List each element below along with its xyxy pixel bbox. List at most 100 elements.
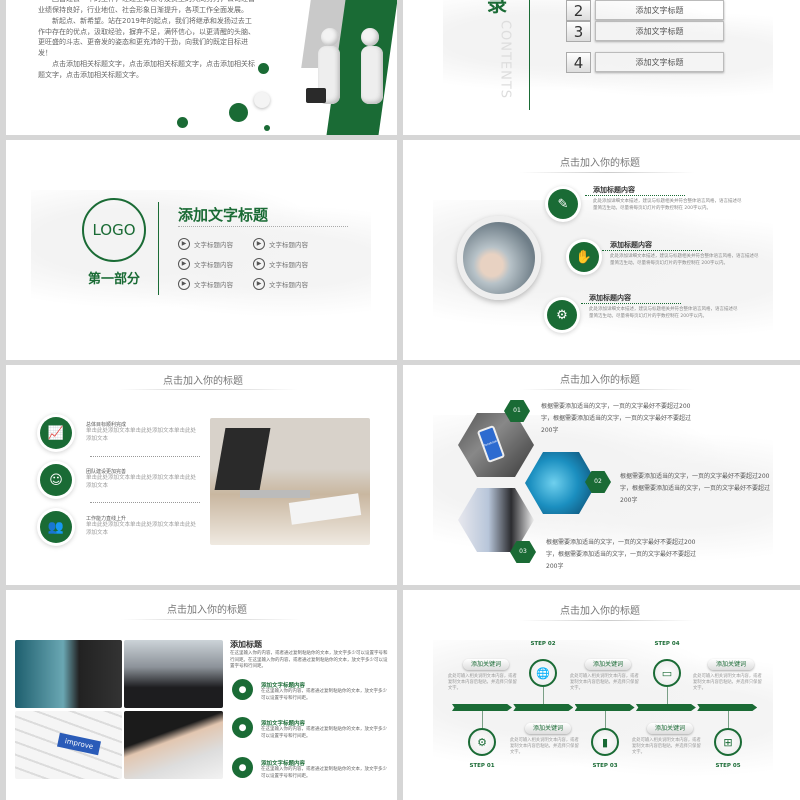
monitor-icon: ▭ [661,666,673,680]
slide-title: 点击加入你的标题 [163,376,243,387]
item-label: 添加文字标题 [595,52,724,72]
title-underline [118,389,298,390]
slide-title: 点击加入你的标题 [560,158,640,169]
keyword-pill[interactable]: 添加关键词 [708,659,754,670]
logo-circle: LOGO [82,198,146,262]
item-text: 单击此处添加文本单击此处添加文本单击此处添加文本 [86,522,197,536]
slide-4-thumbnail[interactable]: 点击加入你的标题 ✎ 添加标题内容 此处添加详细文本描述，建议与标题相关并符合整… [403,140,800,360]
keyword-text: 此处可输入相关说明文本内容，或者复制文本内容后粘贴，并选择只保留文字。 [510,738,579,755]
content-item[interactable]: ▶ 文字标题内容 [253,278,308,290]
item-text: 此处添加详细文本描述，建议与标题相关并符合整体语言风格，语言描述尽量简洁生动。尽… [589,307,738,319]
improve-key: improve [57,732,101,756]
slide-7-thumbnail[interactable]: 点击加入你的标题 improve 添加标题 在这里输入你的内容，或者通过复制粘贴… [6,590,397,800]
item-text: 根据需要添加适当的文字，一页的文字最好不要超过200字，根据需要添加适当的文字，… [620,473,771,504]
timeline-arrow-segment [452,704,512,711]
round-photo [457,216,541,300]
bar-chart-icon: ▮ [601,735,609,749]
slide-1-thumbnail[interactable]: 回首过去一年的工作，经过全体领导及员工的共同努力，公司经营业绩保持良好，行业地位… [6,0,397,135]
connector-line [728,711,729,728]
item-heading: 添加标题内容 [589,294,631,302]
paragraph: 新起点、新希望。站在2019年的起点，我们将继承和发扬过去工作中存在的优点，汲取… [38,17,255,57]
item-text: 单击此处添加文本单击此处添加文本单击此处添加文本 [86,475,197,489]
step-label: STEP 04 [654,641,680,647]
timeline-arrow-segment [635,704,696,711]
badge-number: 01 [513,407,521,414]
photo-coins [124,711,223,779]
content-item[interactable]: ▶ 文字标题内容 [253,258,308,270]
number-badge: 01 [504,400,530,422]
item-text: 在这里输入你的内容，或者通过复制粘贴你的文本，放文字多少可以设置字号和行间距。 [261,727,387,739]
item-heading: 团队建设更加完善 [86,469,127,475]
photo-business-chart [15,640,122,708]
content-item[interactable]: ▶ 文字标题内容 [178,278,233,290]
content-item[interactable]: ▶ 文字标题内容 [253,238,308,250]
step-5[interactable]: ⊞ [714,728,742,756]
lightbulb-hand-icon: ✋ [569,242,599,272]
item-heading: 添加标题内容 [593,186,635,194]
section-label: 第一部分 [87,272,140,287]
item-text: 单击此处添加文本单击此处添加文本单击此处添加文本 [86,428,197,442]
slide-2-thumbnail[interactable]: 录 CONTENTS 2 添加文字标题 3 添加文字标题 4 添加文字标题 [403,0,800,135]
item-heading: 总体目标顺利完成 [86,422,127,428]
connector-line [482,711,483,728]
content-item[interactable]: ▶ 文字标题内容 [178,238,233,250]
step-label: STEP 03 [592,763,618,769]
item-label: 文字标题内容 [194,261,233,269]
play-icon: ▶ [253,258,265,270]
contents-item-4[interactable]: 4 添加文字标题 [566,52,726,74]
item-number: 3 [566,21,591,42]
slide-8-thumbnail[interactable]: 点击加入你的标题 ⚙ STEP 01 🌐 STEP 02 ▮ STEP 03 ▭… [403,590,800,800]
slide-3-thumbnail[interactable]: LOGO 第一部分 添加文字标题 ▶ 文字标题内容 ▶ 文字标题内容 ▶ 文字标… [6,140,397,360]
step-4[interactable]: ▭ [653,659,681,687]
play-icon: ▶ [178,278,190,290]
keyword-pill[interactable]: 添加关键词 [585,659,631,670]
item-label: 文字标题内容 [194,241,233,249]
keyword-label: 添加关键词 [532,725,563,732]
item-heading: 添加标题内容 [610,241,652,249]
play-icon: ▶ [253,278,265,290]
keyword-label: 添加关键词 [592,661,623,668]
gears-icon: ⚙ [477,735,487,749]
decor-dot [254,92,270,108]
item-text: 此处添加详细文本描述，建议与标题相关并符合整体语言风格，语言描述尽量简洁生动。尽… [593,199,742,211]
slide-title: 点击加入你的标题 [560,375,640,386]
keyword-pill[interactable]: 添加关键词 [463,659,509,670]
keyword-text: 此处可输入相关说明文本内容，或者复制文本内容后粘贴，并选择只保留文字。 [448,674,517,691]
badge-number: 02 [594,478,602,485]
slide-5-thumbnail[interactable]: 点击加入你的标题 📈 总体目标顺利完成 单击此处添加文本单击此处添加文本单击此处… [6,365,397,585]
slide-title: 点击加入你的标题 [560,606,640,617]
presentation-chart-icon: 📈 [40,417,72,449]
number-badge: 03 [510,541,536,563]
keyword-text: 此处可输入相关说明文本内容，或者复制文本内容后粘贴，并选择只保留文字。 [693,674,762,691]
item-heading: 工作能力直线上升 [86,516,127,522]
intro-text: 回首过去一年的工作，经过全体领导及员工的共同努力，公司经营业绩保持良好，行业地位… [38,0,256,80]
step-1[interactable]: ⚙ [468,728,496,756]
slide-6-thumbnail[interactable]: 点击加入你的标题 facebook 01 根据需要添加适当的文字，一页的文字最好… [403,365,800,585]
keyword-pill[interactable]: 添加关键词 [525,723,571,734]
contents-item-3[interactable]: 3 添加文字标题 [566,21,726,43]
paragraph: 点击添加相关标题文字，点击添加相关标题文字，点击添加相关标题文字，点击添加相关标… [38,60,255,79]
content-item[interactable]: ▶ 文字标题内容 [178,258,233,270]
dotted-line [581,303,681,304]
play-icon: ▶ [178,238,190,250]
logo-text: LOGO [92,221,136,239]
item-number: 4 [566,52,591,73]
keyword-pill[interactable]: 添加关键词 [647,723,693,734]
keyword-label: 添加关键词 [715,661,746,668]
photo-business-team [124,640,223,708]
keyword-label: 添加关键词 [654,725,685,732]
step-2[interactable]: 🌐 [529,659,557,687]
org-chart-icon: ⊞ [723,735,733,749]
timeline-arrow-segment [513,704,574,711]
lock-chat-icon: ● [232,679,253,700]
item-label: 文字标题内容 [269,241,308,249]
decor-dot [229,103,248,122]
divider [158,202,159,295]
step-3[interactable]: ▮ [591,728,619,756]
contents-item-2[interactable]: 2 添加文字标题 [566,0,726,22]
decor-dot [264,125,270,131]
badge-number: 03 [519,548,527,555]
title-underline [520,620,695,621]
title-underline [520,172,695,173]
item-heading: 添加文字标题内容 [261,683,306,689]
